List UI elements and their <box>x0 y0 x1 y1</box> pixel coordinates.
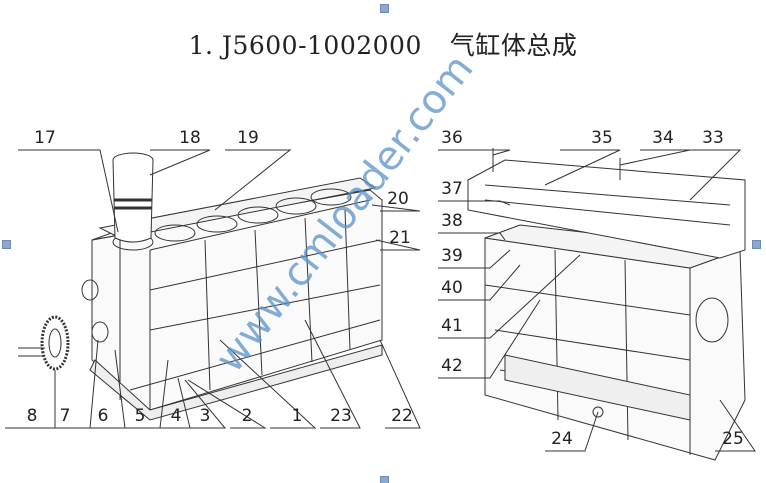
leader-line <box>544 149 621 186</box>
callout-number: 38 <box>441 211 463 231</box>
callout-number: 23 <box>330 406 352 426</box>
leader-line <box>371 204 421 212</box>
callout-number: 7 <box>60 406 71 426</box>
leader-line <box>304 319 361 429</box>
part-number: 1. J5600-1002000 <box>188 31 422 60</box>
part-name: 气缸体总成 <box>449 31 578 60</box>
leader-line <box>715 399 756 452</box>
leader-line <box>187 379 267 429</box>
cylinder-bores <box>112 188 352 251</box>
callout-number: 24 <box>551 429 573 449</box>
callout-number: 36 <box>441 128 463 148</box>
left-cylinder-block <box>89 177 383 421</box>
callout-number: 20 <box>387 189 409 209</box>
callout-number: 8 <box>27 406 38 426</box>
callout-number: 18 <box>179 128 201 148</box>
leader-line <box>375 239 421 251</box>
callout-number: 40 <box>441 278 463 298</box>
leader-line <box>149 149 211 176</box>
cylinder-liner <box>112 152 154 243</box>
diagram-title: 1. J5600-1002000 气缸体总成 <box>0 26 766 62</box>
callout-number: 42 <box>441 356 463 376</box>
callout-number: 41 <box>441 316 463 336</box>
callout-number: 2 <box>242 406 253 426</box>
leader-line <box>18 149 119 233</box>
callout-number: 37 <box>441 179 463 199</box>
callout-number: 17 <box>34 128 56 148</box>
leader-line <box>438 232 506 241</box>
timing-gear <box>18 279 109 371</box>
resize-handle-right[interactable] <box>752 240 761 249</box>
callout-number: 34 <box>652 128 674 148</box>
callout-number: 19 <box>237 128 259 148</box>
leader-line <box>438 149 511 156</box>
leader-line <box>689 149 742 201</box>
resize-handle-bottom[interactable] <box>380 476 389 483</box>
resize-handle-top[interactable] <box>380 4 389 13</box>
leader-line <box>438 200 511 206</box>
resize-handle-left[interactable] <box>2 240 11 249</box>
callout-number: 21 <box>389 228 411 248</box>
callout-number: 1 <box>292 406 303 426</box>
callout-number: 33 <box>702 128 724 148</box>
callout-number: 35 <box>591 128 613 148</box>
leader-line <box>184 379 227 429</box>
callout-number: 25 <box>722 429 744 449</box>
callout-number: 4 <box>171 406 182 426</box>
callout-number: 39 <box>441 246 463 266</box>
leader-line <box>619 149 691 166</box>
callout-number: 3 <box>200 406 211 426</box>
main-bearing-cap-plate <box>467 148 746 418</box>
callout-number: 22 <box>391 406 413 426</box>
leader-line <box>219 339 317 429</box>
leader-line <box>379 339 421 429</box>
leader-line <box>438 249 511 269</box>
leader-line <box>545 411 599 452</box>
right-cylinder-block <box>484 224 746 461</box>
leader-line <box>438 254 581 339</box>
callout-number: 6 <box>98 406 109 426</box>
leader-line <box>214 149 292 211</box>
leader-line <box>45 339 99 429</box>
leader-line <box>438 299 541 379</box>
leader-line <box>438 264 521 301</box>
callout-number: 5 <box>135 406 146 426</box>
